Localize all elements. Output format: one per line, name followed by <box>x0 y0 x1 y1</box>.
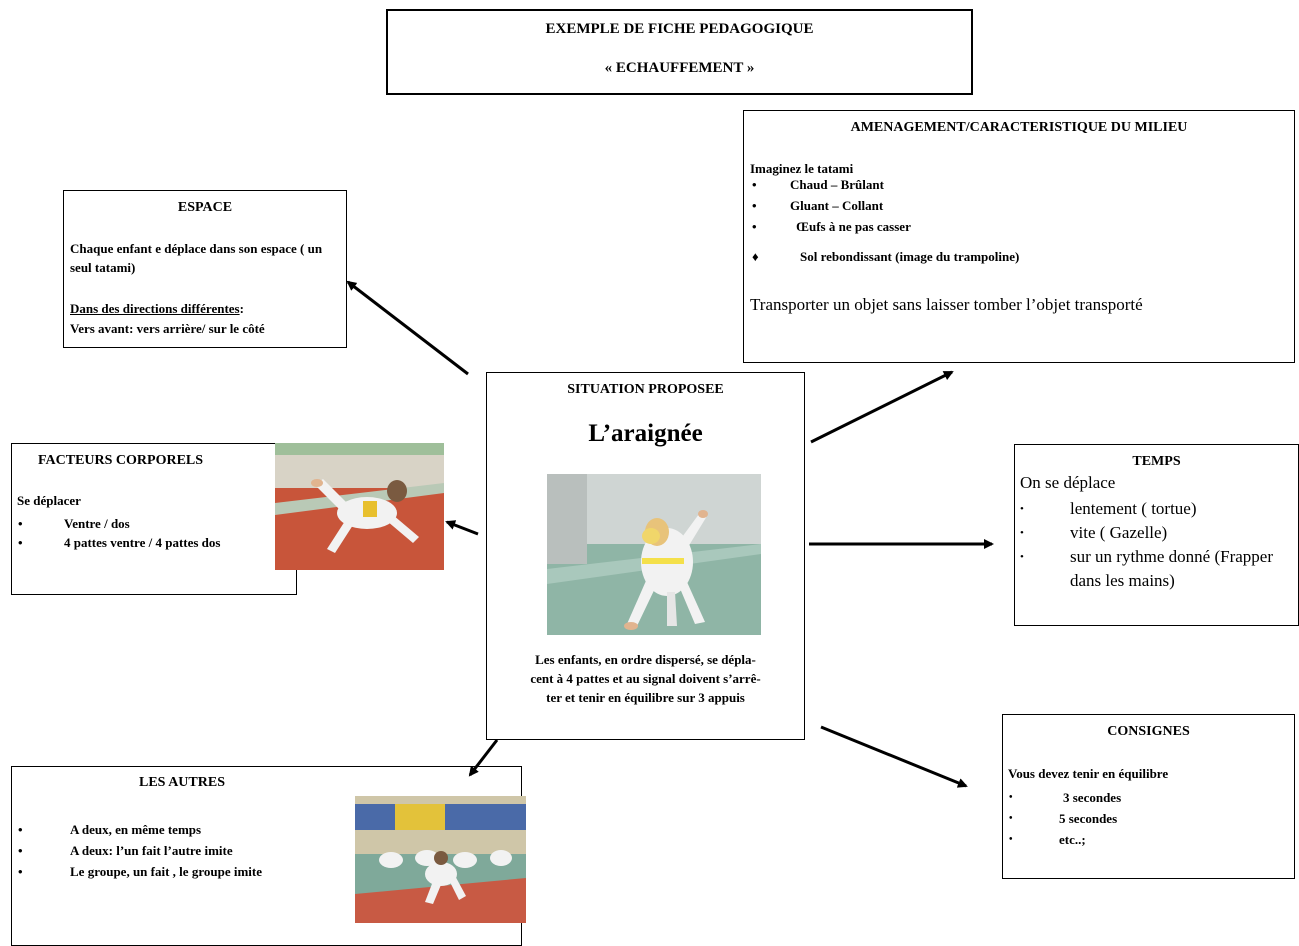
espace-text: Chaque enfant e déplace dans son espace … <box>70 241 323 275</box>
espace-directions-text: Vers avant: vers arrière/ sur le côté <box>70 321 265 336</box>
list-item: •3 secondes <box>1009 787 1269 808</box>
list-item: •Chaud – Brûlant <box>752 177 884 192</box>
bullet-icon: • <box>1020 503 1024 515</box>
diamond-bullet-icon: ♦ <box>752 249 759 264</box>
situation-description-line: Les enfants, en ordre dispersé, se dépla… <box>535 652 756 667</box>
list-item: •etc..; <box>1009 829 1269 850</box>
bullet-icon: • <box>752 198 757 213</box>
bullet-icon: • <box>1009 813 1013 824</box>
list-item: •Gluant – Collant <box>752 198 884 213</box>
autres-photo-image <box>355 796 526 923</box>
list-item: •Le groupe, un fait , le groupe imite <box>18 861 348 882</box>
list-item: •vite ( Gazelle) <box>1020 521 1292 545</box>
header-subtitle: « ECHAUFFEMENT » <box>604 60 755 76</box>
espace-directions-label: Dans des directions différentes <box>70 301 240 316</box>
temps-intro: On se déplace <box>1020 473 1116 492</box>
facteurs-photo <box>275 443 444 570</box>
list-item: •4 pattes ventre / 4 pattes dos <box>18 535 221 550</box>
bullet-icon: • <box>18 843 23 858</box>
list-item: ♦Sol rebondissant (image du trampoline) <box>752 249 1020 264</box>
consignes-title: CONSIGNES <box>1107 724 1190 739</box>
amenagement-box: AMENAGEMENT/CARACTERISTIQUE DU MILIEU Im… <box>743 110 1295 363</box>
arrow-to-autres <box>468 739 499 777</box>
amenagement-list: •Chaud – Brûlant •Gluant – Collant •Œufs… <box>752 177 1272 273</box>
facteurs-box: FACTEURS CORPORELS Se déplacer •Ventre /… <box>11 443 297 595</box>
situation-description-line: cent à 4 pattes et au signal doivent s’a… <box>530 671 761 686</box>
consignes-intro: Vous devez tenir en équilibre <box>1008 766 1169 781</box>
bullet-icon: • <box>18 822 23 837</box>
arrow-to-espace <box>346 280 469 376</box>
facteurs-title: FACTEURS CORPORELS <box>38 453 204 468</box>
bullet-icon: • <box>752 219 757 234</box>
situation-description-line: ter et tenir en équilibre sur 3 appuis <box>546 690 745 705</box>
bullet-icon: • <box>18 516 23 531</box>
bullet-icon: • <box>18 535 23 550</box>
spider-photo <box>547 474 761 635</box>
espace-box: ESPACE Chaque enfant e déplace dans son … <box>63 190 347 348</box>
espace-directions-colon: : <box>239 301 244 316</box>
bullet-icon: • <box>1020 527 1024 539</box>
list-item: •lentement ( tortue) <box>1020 497 1292 521</box>
list-item: •5 secondes <box>1009 808 1269 829</box>
list-item: •A deux, en même temps <box>18 819 348 840</box>
spider-photo-image <box>547 474 761 635</box>
situation-box: SITUATION PROPOSEE L’araignée Les enfant… <box>486 372 805 740</box>
espace-title: ESPACE <box>177 200 233 215</box>
bullet-icon: • <box>1020 551 1024 563</box>
list-item: •A deux: l’un fait l’autre imite <box>18 840 348 861</box>
list-item: •Œufs à ne pas casser <box>752 219 911 234</box>
temps-list: •lentement ( tortue) •vite ( Gazelle) •s… <box>1020 497 1292 593</box>
autres-photo <box>355 796 526 923</box>
situation-title: SITUATION PROPOSEE <box>567 382 724 397</box>
amenagement-transport: Transporter un objet sans laisser tomber… <box>750 295 1143 314</box>
header-box: EXEMPLE DE FICHE PEDAGOGIQUE « ECHAUFFEM… <box>386 9 973 95</box>
temps-title: TEMPS <box>1132 454 1181 469</box>
situation-name: L’araignée <box>588 420 703 447</box>
list-item: •sur un rythme donné (Frapper dans les m… <box>1020 547 1274 590</box>
bullet-icon: • <box>1009 834 1013 845</box>
amenagement-intro: Imaginez le tatami <box>750 161 854 176</box>
autres-list: •A deux, en même temps •A deux: l’un fai… <box>18 819 348 882</box>
autres-title: LES AUTRES <box>139 775 225 790</box>
facteurs-intro: Se déplacer <box>17 493 81 508</box>
facteurs-photo-image <box>275 443 444 570</box>
bullet-icon: • <box>752 177 757 192</box>
arrow-to-amenagement <box>810 370 954 444</box>
consignes-box: CONSIGNES Vous devez tenir en équilibre … <box>1002 714 1295 879</box>
temps-box: TEMPS On se déplace •lentement ( tortue)… <box>1014 444 1299 626</box>
bullet-icon: • <box>18 864 23 879</box>
espace-directions: Dans des directions différentes: <box>70 301 244 317</box>
bullet-icon: • <box>1009 792 1013 803</box>
arrow-to-consignes <box>820 725 968 788</box>
facteurs-list: •Ventre / dos •4 pattes ventre / 4 patte… <box>18 514 268 552</box>
arrow-to-facteurs <box>445 520 479 536</box>
consignes-list: •3 secondes •5 secondes •etc..; <box>1009 787 1269 850</box>
list-item: •Ventre / dos <box>18 516 130 531</box>
situation-description: Les enfants, en ordre dispersé, se dépla… <box>487 650 804 707</box>
header-title: EXEMPLE DE FICHE PEDAGOGIQUE <box>545 21 814 37</box>
amenagement-title: AMENAGEMENT/CARACTERISTIQUE DU MILIEU <box>850 120 1188 135</box>
